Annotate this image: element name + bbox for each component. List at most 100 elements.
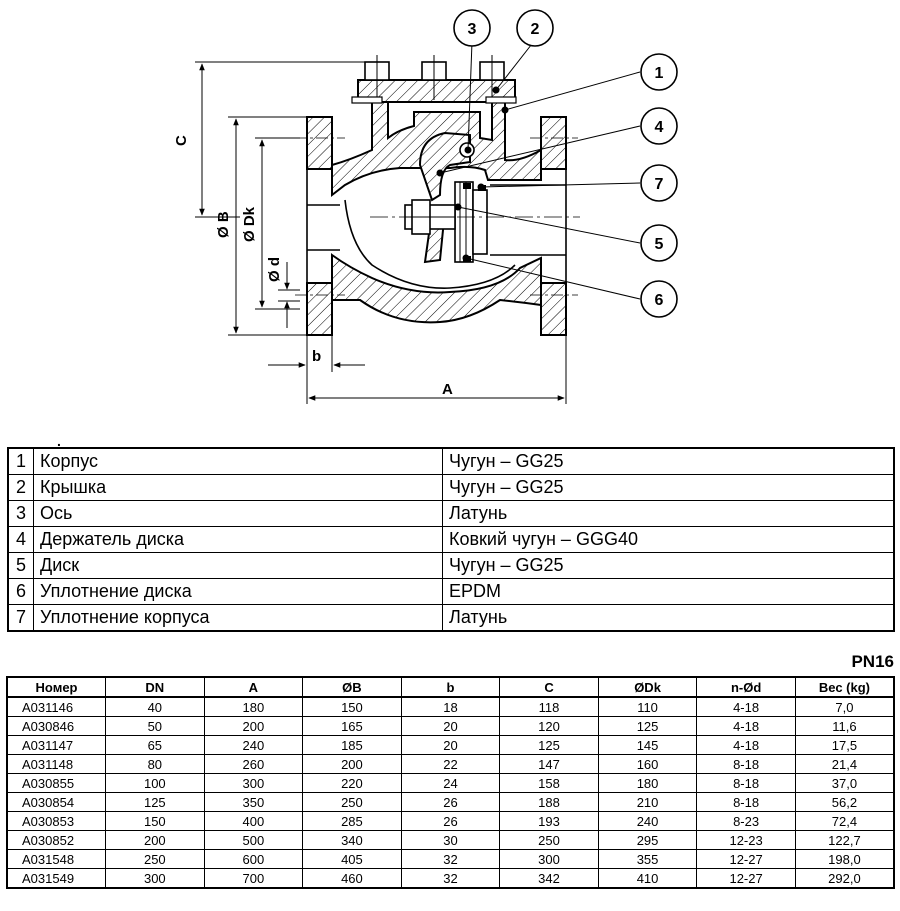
table-cell: 37,0 <box>794 773 895 793</box>
part-name: Уплотнение диска <box>33 578 443 605</box>
table-cell: 8-18 <box>696 792 796 812</box>
column-header: Номер <box>6 676 107 698</box>
table-cell: 260 <box>203 754 304 774</box>
table-cell: 350 <box>203 792 304 812</box>
column-header: Вес (kg) <box>794 676 895 698</box>
table-cell: 4-18 <box>696 735 796 755</box>
table-cell: A030852 <box>6 830 107 850</box>
dimension-b: Ø B <box>215 116 307 336</box>
table-cell: 300 <box>203 773 304 793</box>
part-material: EPDM <box>442 578 895 605</box>
table-cell: 410 <box>597 868 698 889</box>
table-cell: A031146 <box>6 696 107 717</box>
svg-text:1: 1 <box>655 65 664 82</box>
table-cell: A030855 <box>6 773 107 793</box>
part-name: Крышка <box>33 474 443 501</box>
callout-3: 3 <box>453 9 491 47</box>
column-header: A <box>203 676 304 698</box>
table-cell: 185 <box>302 735 402 755</box>
dimension-a: A <box>306 335 567 404</box>
table-cell: 8-23 <box>696 811 796 831</box>
svg-text:4: 4 <box>655 119 664 136</box>
table-cell: 285 <box>302 811 402 831</box>
valve-cover <box>351 55 517 104</box>
table-cell: 250 <box>302 792 402 812</box>
part-material: Чугун – GG25 <box>442 552 895 579</box>
table-cell: 22 <box>400 754 501 774</box>
table-cell: 11,6 <box>794 716 895 736</box>
table-cell: 150 <box>302 696 402 717</box>
table-cell: A030853 <box>6 811 107 831</box>
column-header: ØDk <box>597 676 698 698</box>
dimension-c: C <box>173 61 365 218</box>
table-cell: 200 <box>203 716 304 736</box>
column-header: DN <box>105 676 205 698</box>
table-cell: 210 <box>597 792 698 812</box>
table-cell: 26 <box>400 792 501 812</box>
table-cell: 405 <box>302 849 402 869</box>
disc-assembly <box>404 181 488 263</box>
table-cell: 100 <box>105 773 205 793</box>
part-name: Ось <box>33 500 443 527</box>
part-name: Уплотнение корпуса <box>33 604 443 632</box>
table-cell: 180 <box>597 773 698 793</box>
part-material: Чугун – GG25 <box>442 474 895 501</box>
svg-text:3: 3 <box>468 21 477 38</box>
table-cell: 125 <box>597 716 698 736</box>
part-material: Латунь <box>442 500 895 527</box>
part-name: Держатель диска <box>33 526 443 553</box>
dim-label-a: A <box>442 381 453 398</box>
table-cell: 147 <box>499 754 599 774</box>
table-cell: 300 <box>105 868 205 889</box>
callout-2: 2 <box>516 9 554 47</box>
table-cell: 118 <box>499 696 599 717</box>
dim-label-b: Ø B <box>215 211 232 238</box>
callout-1: 1 <box>640 53 678 91</box>
table-cell: 4-18 <box>696 716 796 736</box>
table-cell: 500 <box>203 830 304 850</box>
part-name: Диск <box>33 552 443 579</box>
table-cell: 8-18 <box>696 754 796 774</box>
table-cell: 145 <box>597 735 698 755</box>
pressure-rating-label: PN16 <box>851 652 894 671</box>
left-flange <box>306 116 333 336</box>
table-cell: 80 <box>105 754 205 774</box>
column-header: b <box>400 676 501 698</box>
table-cell: 600 <box>203 849 304 869</box>
part-number: 1 <box>7 447 34 475</box>
table-cell: 17,5 <box>794 735 895 755</box>
part-material: Чугун – GG25 <box>442 447 895 475</box>
table-cell: A031147 <box>6 735 107 755</box>
table-cell: 165 <box>302 716 402 736</box>
part-name: Корпус <box>33 447 443 475</box>
table-cell: 125 <box>499 735 599 755</box>
part-number: 6 <box>7 578 34 605</box>
dimension-b-small: b <box>268 335 365 372</box>
table-cell: 32 <box>400 868 501 889</box>
table-cell: A030846 <box>6 716 107 736</box>
table-cell: 20 <box>400 735 501 755</box>
column-header: C <box>499 676 599 698</box>
table-cell: 160 <box>597 754 698 774</box>
flange-hole-lines <box>295 137 578 296</box>
column-header: ØB <box>302 676 402 698</box>
table-cell: 188 <box>499 792 599 812</box>
dim-label-d: Ø d <box>266 257 283 282</box>
table-cell: 355 <box>597 849 698 869</box>
table-cell: 158 <box>499 773 599 793</box>
table-cell: A031148 <box>6 754 107 774</box>
part-number: 7 <box>7 604 34 632</box>
svg-text:6: 6 <box>655 292 664 309</box>
table-cell: A031548 <box>6 849 107 869</box>
table-cell: 32 <box>400 849 501 869</box>
valve-section-drawing: C Ø B Ø Dk Ø d b A <box>173 9 678 404</box>
table-cell: 198,0 <box>794 849 895 869</box>
callout-4: 4 <box>640 107 678 145</box>
